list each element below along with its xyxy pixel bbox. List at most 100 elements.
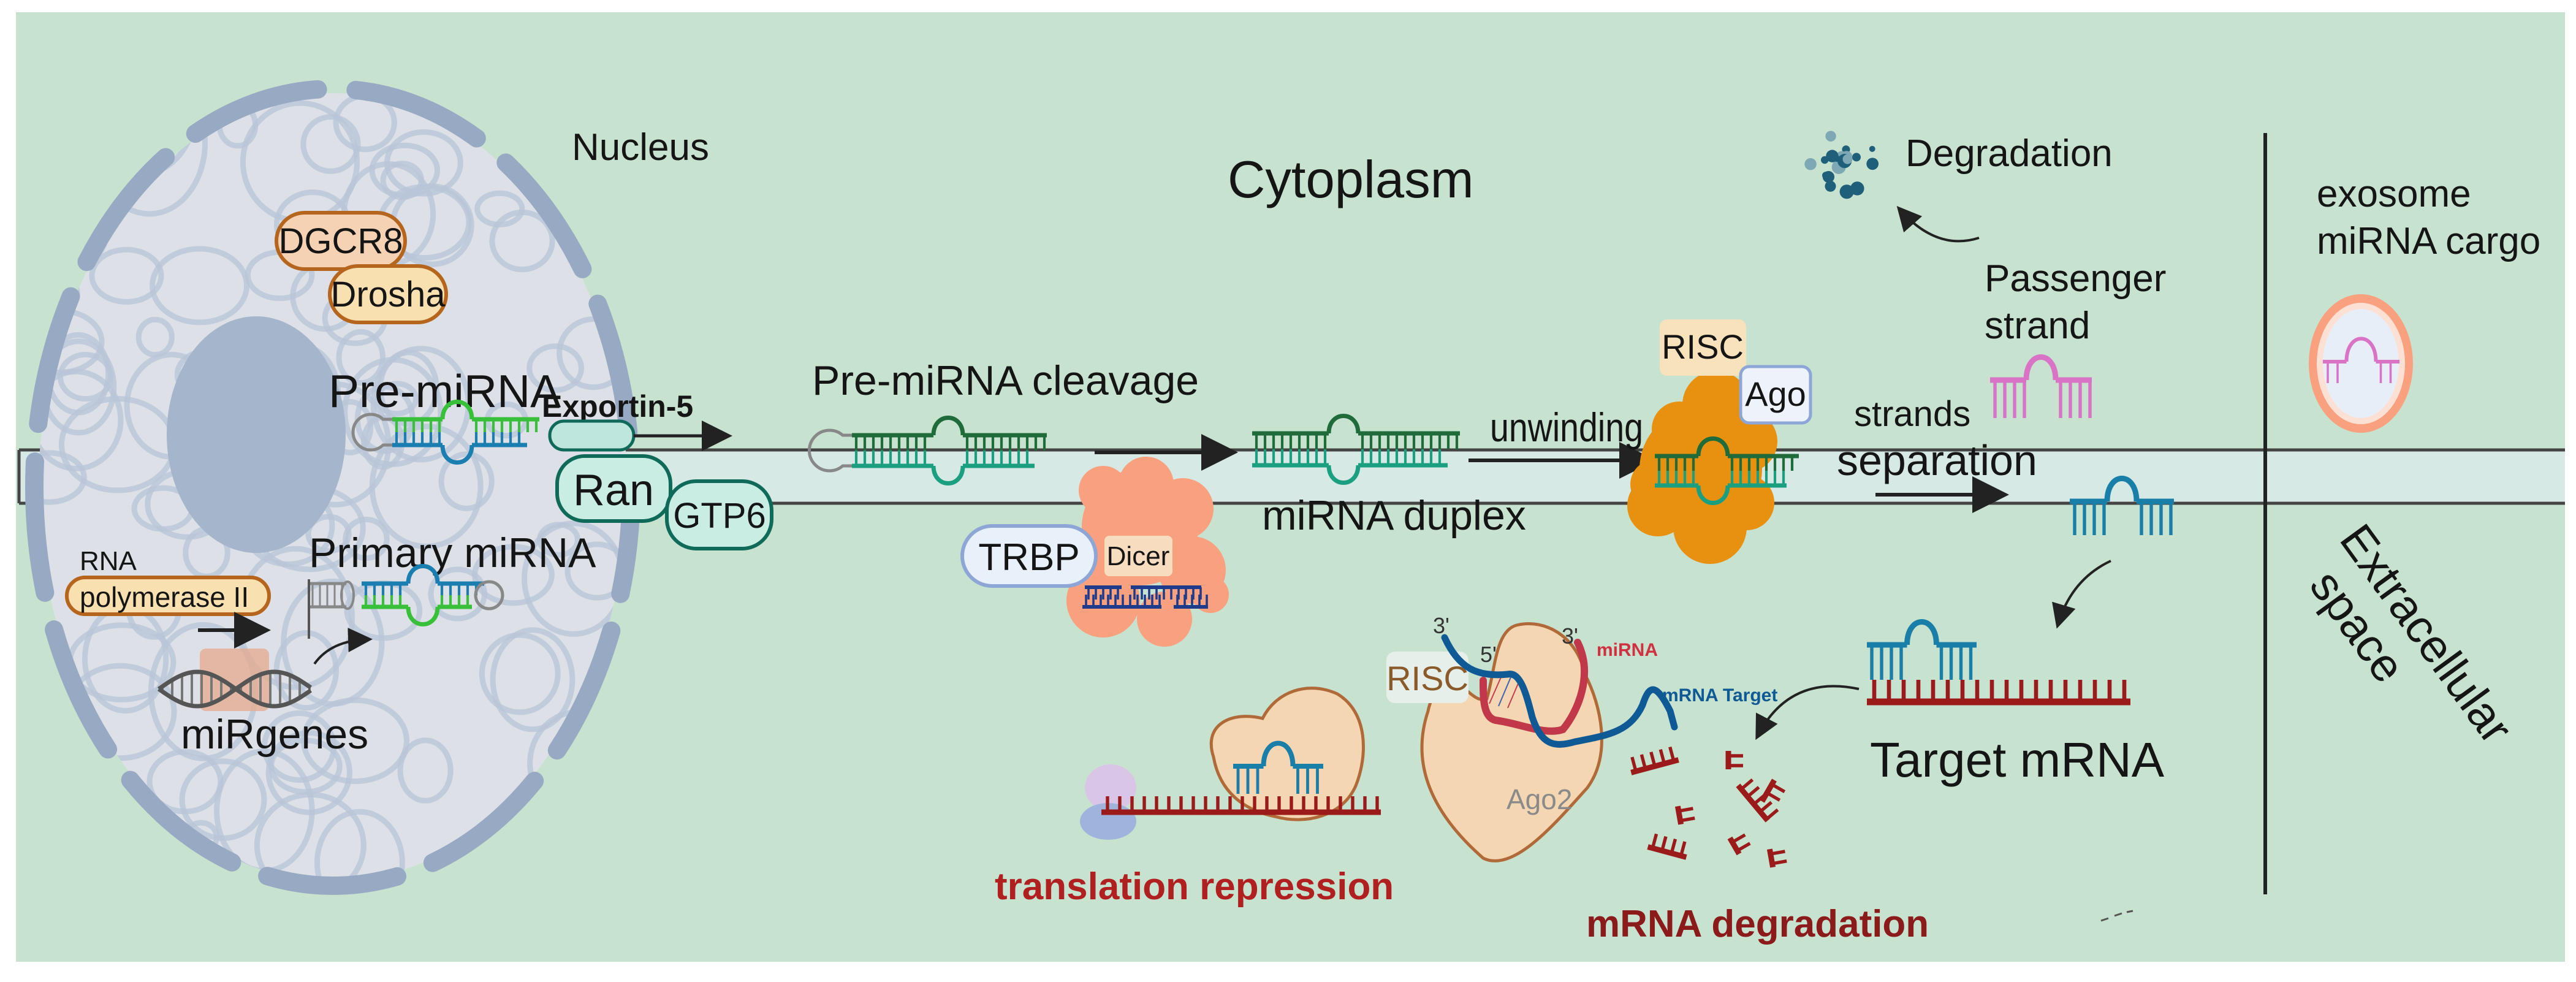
mrna-fragment: [1725, 751, 1743, 769]
bulge-top: [406, 564, 440, 584]
chromatin-loop: [343, 516, 390, 561]
gtp6-label: GTP6: [673, 496, 766, 536]
drosha-label: Drosha: [331, 275, 446, 314]
mrna-target-label: mRNA Target: [1662, 685, 1777, 706]
base-tick: [1770, 850, 1785, 856]
base-tick: [1765, 808, 1779, 821]
ran-protein: Ran: [555, 454, 672, 523]
fragment-dot: [1866, 158, 1879, 170]
hairpin-loop: [474, 580, 504, 611]
fragment-dot: [1822, 171, 1835, 183]
chromatin-loop: [377, 349, 439, 427]
ago2-label: Ago2: [1506, 783, 1572, 815]
bulge-bottom: [406, 606, 440, 626]
exportin-5-label: Exportin-5: [542, 389, 693, 424]
chromatin-loop: [262, 710, 337, 783]
strand-bulge: [2023, 354, 2059, 381]
degradation-label: Degradation: [1905, 132, 2113, 175]
bulge-top: [931, 416, 965, 436]
ago-label-box: [1739, 365, 1812, 425]
degradation-arrow: [1896, 206, 1980, 243]
cleavage-label: Pre-miRNA cleavage: [812, 357, 1199, 404]
five-prime-label: 5': [1480, 642, 1497, 667]
base-tick: [1678, 807, 1693, 813]
chromatin-loop: [268, 737, 343, 795]
fragment-dot: [1804, 158, 1817, 170]
mrna-fragment: [1630, 746, 1679, 775]
dgcr8-protein: DGCR8: [275, 211, 407, 271]
primary-mirna-label: Primary miRNA: [309, 530, 596, 576]
mrna-fragment: [1727, 833, 1751, 856]
unwinding-label: unwinding: [1490, 405, 1643, 450]
flank-bulge: [340, 580, 355, 610]
strand-bulge: [2344, 337, 2378, 362]
chromatin-loop: [135, 316, 175, 358]
nucleus-label: Nucleus: [572, 126, 709, 169]
passenger-label-line1: Passenger: [1985, 257, 2166, 300]
base-tick: [1740, 778, 1754, 791]
trbp-label: TRBP: [978, 536, 1079, 579]
chromatin-loop: [150, 246, 250, 325]
chromatin-loop: [89, 246, 164, 305]
chromatin-loop: [472, 544, 555, 606]
ago-label: Ago: [1745, 375, 1806, 413]
target-mrna-complex: [1867, 619, 2130, 706]
stray-dashes: [2100, 910, 2133, 922]
mrna-fragment: [1647, 833, 1687, 860]
chromatin-loop: [265, 729, 352, 815]
rna-polymerase-ii: polymerase II: [65, 576, 271, 616]
mrna-fragment: [1760, 778, 1786, 803]
bulge-bottom: [1326, 465, 1361, 485]
base-tick: [1668, 746, 1676, 762]
mrna-fragment: [1736, 778, 1779, 823]
chromatin-loop: [489, 209, 555, 273]
mrna-target-strand: [1441, 634, 1678, 748]
risc-label: RISC: [1662, 327, 1744, 366]
exportin-5-protein: [548, 419, 636, 452]
bulge-top: [1696, 436, 1730, 457]
three-prime-label-target: 3': [1433, 613, 1449, 638]
exosome-vesicle: [2309, 294, 2413, 433]
chromatin-loop: [526, 343, 584, 393]
base-tick: [1771, 783, 1786, 793]
fragment-dot: [1842, 154, 1853, 164]
dicer-cleaved-fragments: [1082, 585, 1208, 609]
bulge-top: [440, 400, 474, 420]
three-prime-label-mirna: 3': [1562, 623, 1578, 649]
dgcr8-label: DGCR8: [278, 221, 403, 261]
duplex-label: miRNA duplex: [1262, 492, 1526, 539]
base-tick: [1680, 816, 1695, 823]
strand-bulge: [2104, 476, 2140, 502]
primary-mirna-hairpin: [309, 564, 504, 626]
exosome-mirna-cargo: [2323, 337, 2399, 383]
base-tick: [1658, 748, 1666, 764]
blob-lobe: [1079, 466, 1128, 515]
chromatin-loop: [397, 737, 454, 804]
base-tick: [1772, 859, 1787, 866]
degradation-fragments-icon: [1804, 131, 1879, 199]
base-tick: [1731, 833, 1746, 844]
ran-label: Ran: [573, 466, 654, 515]
bulge-bottom: [1696, 485, 1730, 505]
chromatin-loop: [336, 329, 386, 386]
bulge-bottom: [440, 444, 474, 465]
polymerase-label: polymerase II: [80, 581, 249, 613]
strand-bulge: [1904, 619, 1939, 645]
cytoplasm-label: Cytoplasm: [1228, 151, 1474, 209]
mrna-fragment: [1766, 848, 1787, 868]
chromatin-loop: [314, 809, 405, 881]
gtp6-protein: GTP6: [665, 479, 773, 550]
mirna-strand: [1480, 639, 1588, 735]
chromatin-loop: [281, 578, 385, 707]
base-tick: [1766, 791, 1781, 802]
repressed-mrna: [1101, 740, 1381, 815]
degraded-mrna-fragments: [1630, 746, 1787, 868]
exosome-label-line2: miRNA cargo: [2317, 220, 2540, 262]
mirgenes-label: miRgenes: [181, 711, 368, 758]
mrna-fragment: [1674, 805, 1695, 825]
base-tick: [1736, 842, 1751, 853]
hairpin-loop: [351, 413, 392, 452]
rna-label: RNA: [80, 546, 137, 576]
fragment-dot: [1852, 153, 1861, 162]
